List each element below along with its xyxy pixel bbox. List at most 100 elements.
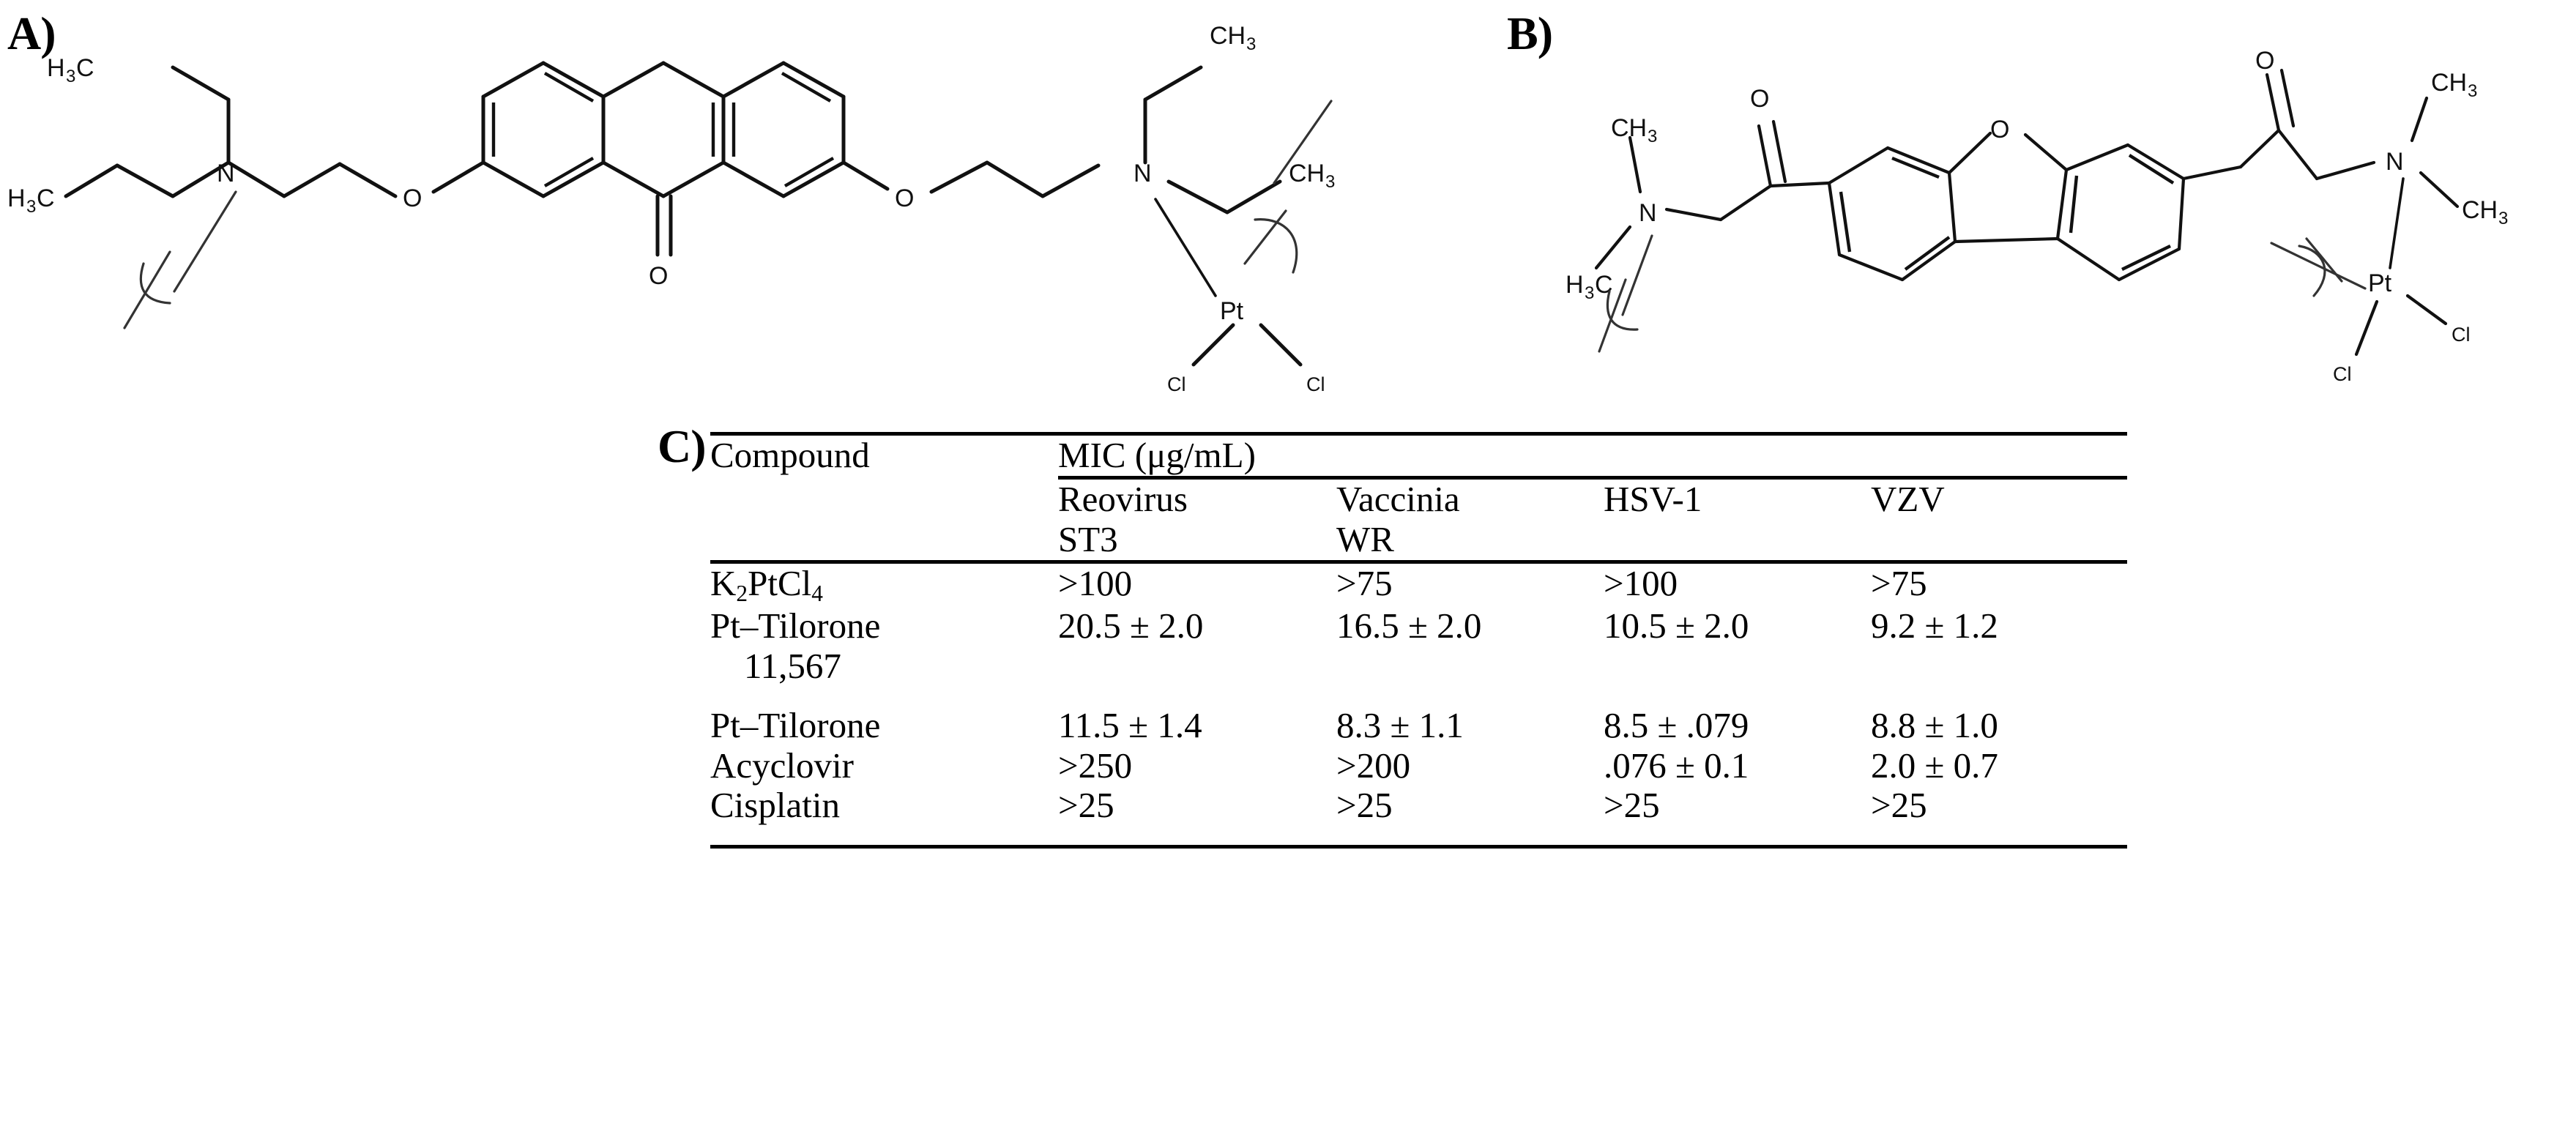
atom-sub-3-lower-right: 3 (1325, 172, 1335, 192)
table-top-rule (710, 432, 2127, 436)
atom-sub-3-upper-left-b: 3 (1648, 127, 1657, 146)
atom-label-o-ether-right: O (895, 184, 914, 212)
atom-label-o-ketone-right-b: O (2255, 47, 2274, 75)
cell-value: >25 (1871, 785, 1927, 826)
panel-b-structure-diagram: CH 3 H 3 C N O (1566, 47, 2508, 385)
atom-sub-3-upper-right-b: 3 (2468, 81, 2477, 101)
cell-value: 20.5 ± 2.0 (1058, 605, 1204, 646)
table-row: Pt–Tilorone 11.5 ± 1.4 8.3 ± 1.1 8.5 ± .… (710, 704, 2127, 746)
cell-value: >250 (1058, 745, 1133, 786)
cell-value: 11.5 ± 1.4 (1058, 704, 1202, 745)
header-col-vzv: VZV (1871, 478, 2127, 560)
atom-label-ch3-upper-right-b: CH (2431, 69, 2467, 97)
atom-label-o-furan: O (1990, 116, 2009, 143)
header-col-vaccinia: Vaccinia WR (1336, 478, 1604, 560)
table-header-body-rule (710, 559, 2127, 564)
atom-label-n-right: N (1133, 160, 1152, 187)
atom-label-c-upper-left: C (76, 54, 94, 82)
cell-value: >25 (1058, 785, 1114, 826)
cell-value: 16.5 ± 2.0 (1336, 605, 1482, 646)
atom-label-ch3-lower-right-b: CH (2462, 196, 2498, 224)
header-col-hsv1-line1: HSV-1 (1604, 478, 1702, 519)
header-col-reovirus-line2: ST3 (1058, 518, 1118, 559)
cell-value: .076 ± 0.1 (1604, 745, 1749, 786)
row-compound-pt-tilorone-11567-continuation: 11,567 (744, 645, 841, 686)
row-compound-k2ptcl4-mid: PtCl (748, 562, 812, 603)
atom-label-cl-left-b: Cl (2333, 363, 2352, 385)
panel-label-c: C) (658, 420, 707, 472)
header-col-hsv1: HSV-1 (1604, 478, 1871, 560)
atom-sub-3-lower-left: 3 (26, 197, 36, 217)
table-row: Cisplatin >25 >25 >25 >25 (710, 785, 2127, 826)
atom-label-cl-left-a: Cl (1167, 373, 1186, 395)
row-compound-acyclovir: Acyclovir (710, 745, 854, 786)
right-amine-pt-group (929, 65, 1303, 367)
table-row: Pt–Tilorone 11,567 20.5 ± 2.0 16.5 ± 2.0… (710, 605, 2127, 687)
rotation-annotation-right-b (2270, 237, 2367, 297)
atom-label-o-ketone: O (649, 262, 668, 290)
atom-sub-3-upper-right: 3 (1246, 34, 1256, 54)
panel-label-b: B) (1507, 7, 1553, 59)
header-col-reovirus: Reovirus ST3 (1058, 478, 1336, 560)
row-compound-pt-tilorone-11567: Pt–Tilorone 11,567 (710, 605, 1058, 687)
mic-table-body: K2PtCl4 >100 >75 >100 >75 Pt–Tilorone 11… (710, 562, 2127, 827)
header-col-vzv-line1: VZV (1871, 478, 1945, 519)
atom-label-n-left: N (217, 160, 235, 187)
cell-value: 9.2 ± 1.2 (1871, 605, 1998, 646)
spacer-cell (1058, 687, 1336, 706)
header-col-vaccinia-line1: Vaccinia (1336, 478, 1460, 519)
spacer-cell (1604, 687, 1871, 706)
mic-table: Compound MIC (μg/mL) (710, 435, 2127, 476)
atom-label-pt-b: Pt (2368, 269, 2392, 297)
atom-label-n-right-b: N (2386, 148, 2404, 176)
row-compound-cisplatin: Cisplatin (710, 785, 840, 826)
header-compound-spacer (710, 480, 1058, 560)
cell-value: 10.5 ± 2.0 (1604, 605, 1749, 646)
atom-label-c-lower-left: C (37, 184, 55, 212)
row-compound-k2ptcl4-sub2: 4 (811, 580, 823, 606)
cell-value: >75 (1336, 562, 1393, 603)
atom-label-cl-right-a: Cl (1306, 373, 1325, 395)
table-row: K2PtCl4 >100 >75 >100 >75 (710, 562, 2127, 606)
anthracenone-core (481, 61, 890, 257)
panel-label-a: A) (7, 7, 56, 59)
atom-label-pt-a: Pt (1220, 297, 1244, 325)
panel-a-structure-diagram: H 3 C H 3 C N O (7, 22, 1335, 395)
cell-value: >100 (1604, 562, 1678, 603)
atom-label-h3c-lower-left-b: H (1566, 271, 1584, 299)
row-compound-k2ptcl4-sub1: 2 (736, 580, 748, 606)
table-column-header-row: Reovirus ST3 Vaccinia WR HSV-1 VZV (710, 478, 2127, 560)
atom-label-o-ether-left: O (403, 184, 422, 212)
spacer-cell (710, 687, 1058, 706)
cell-value: 8.8 ± 1.0 (1871, 704, 1998, 745)
atom-label-n-left-b: N (1639, 199, 1657, 227)
cell-value: 2.0 ± 0.7 (1871, 745, 1998, 786)
atom-sub-3-lower-right-b: 3 (2498, 209, 2508, 228)
left-amine-group (64, 65, 485, 198)
mic-table-headers: Reovirus ST3 Vaccinia WR HSV-1 VZV (710, 478, 2127, 560)
rotation-annotation-right-a (1243, 100, 1333, 274)
table-group-header-row: Compound MIC (μg/mL) (710, 435, 2127, 476)
cell-value: 8.3 ± 1.1 (1336, 704, 1464, 745)
rotation-annotation-left (123, 190, 237, 329)
left-dimethylamino-acetyl (1594, 119, 1831, 270)
row-compound-k2ptcl4-prefix: K (710, 562, 737, 603)
header-col-reovirus-line1: Reovirus (1058, 478, 1188, 519)
mic-table-panel: Compound MIC (μg/mL) Reovirus ST3 Vacc (710, 432, 2127, 849)
cell-value: >25 (1604, 785, 1660, 826)
table-subheader-rule (1058, 475, 2127, 480)
row-compound-pt-tilorone-11567-name: Pt–Tilorone (710, 605, 881, 646)
table-row-spacer (710, 687, 2127, 706)
header-mic-group: MIC (μg/mL) (1058, 435, 1256, 475)
row-compound-k2ptcl4: K2PtCl4 (710, 562, 1058, 606)
table-row: Acyclovir >250 >200 .076 ± 0.1 2.0 ± 0.7 (710, 745, 2127, 786)
cell-value: 8.5 ± .079 (1604, 704, 1749, 745)
row-compound-pt-tilorone: Pt–Tilorone (710, 704, 881, 745)
atom-sub-3-lower-left-b: 3 (1585, 283, 1594, 303)
cell-value: >25 (1336, 785, 1393, 826)
atom-label-cl-right-b: Cl (2452, 324, 2471, 346)
atom-label-o-ketone-left-b: O (1750, 85, 1769, 113)
atom-label-ch3-upper-right: CH (1210, 22, 1246, 50)
cell-value: >200 (1336, 745, 1411, 786)
atom-label-ch3-lower-right: CH (1289, 160, 1325, 187)
